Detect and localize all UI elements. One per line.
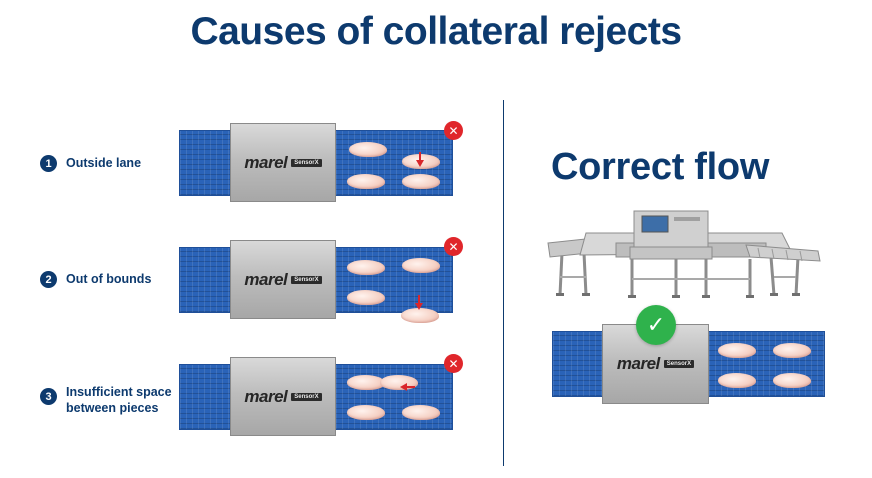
section-divider: [503, 100, 504, 466]
arrow-down-icon: [416, 152, 424, 167]
chicken-fillet: [773, 343, 811, 358]
logo-product: SensorX: [663, 360, 695, 368]
logo-brand: marel: [244, 269, 288, 289]
logo-product: SensorX: [291, 275, 322, 284]
cause-number-badge: 3: [40, 388, 57, 405]
cause-text: Insufficient space between pieces: [66, 384, 172, 416]
chicken-fillet: [347, 405, 385, 420]
chicken-fillet: [401, 308, 439, 323]
logo-brand: marel: [616, 354, 660, 373]
chicken-fillet: [349, 142, 387, 157]
logo-product: SensorX: [291, 392, 322, 401]
marel-logo: marel SensorX: [244, 152, 322, 173]
chicken-fillet: [347, 174, 385, 189]
marel-logo: marel SensorX: [616, 354, 695, 374]
chicken-fillet: [718, 373, 756, 388]
cause-text-line: between pieces: [66, 401, 159, 415]
sensorx-machine-illustration: [547, 210, 821, 298]
cause-1-label: 1 Outside lane: [40, 155, 141, 172]
sensorx-machine: marel SensorX: [230, 357, 336, 436]
marel-logo: marel SensorX: [244, 386, 322, 407]
check-icon: ✓: [636, 305, 676, 345]
logo-product: SensorX: [291, 158, 322, 167]
arrow-down-icon: [415, 295, 423, 310]
cause-text-line: Insufficient space: [66, 385, 172, 399]
chicken-fillet: [402, 174, 440, 189]
logo-brand: marel: [244, 152, 288, 172]
chicken-fillet: [347, 375, 385, 390]
arrow-left-icon: [400, 383, 415, 391]
close-icon: ✕: [444, 237, 463, 256]
chicken-fillet: [347, 260, 385, 275]
chicken-fillet: [402, 405, 440, 420]
chicken-fillet: [402, 258, 440, 273]
cause-text: Out of bounds: [66, 272, 152, 286]
cause-number-badge: 1: [40, 155, 57, 172]
close-icon: ✕: [444, 354, 463, 373]
chicken-fillet: [773, 373, 811, 388]
cause-text: Outside lane: [66, 156, 142, 170]
close-icon: ✕: [444, 121, 463, 140]
logo-brand: marel: [244, 386, 288, 406]
chicken-fillet: [718, 343, 756, 358]
chicken-fillet: [347, 290, 385, 305]
correct-flow-title: Correct flow: [551, 146, 770, 188]
cause-number-badge: 2: [40, 271, 57, 288]
cause-3-label: 3 Insufficient space between pieces: [40, 384, 172, 416]
sensorx-machine: marel SensorX: [230, 240, 336, 319]
cause-2-label: 2 Out of bounds: [40, 271, 151, 288]
page-title: Causes of collateral rejects: [190, 10, 682, 53]
marel-logo: marel SensorX: [244, 269, 322, 290]
sensorx-machine: marel SensorX: [230, 123, 336, 202]
